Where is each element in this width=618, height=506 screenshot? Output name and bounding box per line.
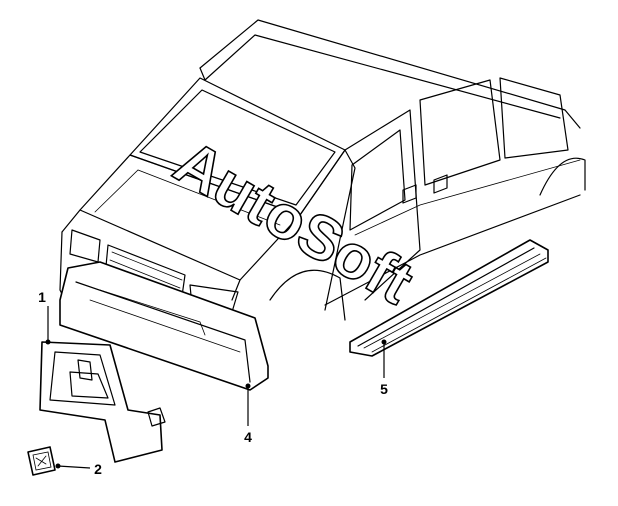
van-body [59, 19, 586, 321]
part-1-bull-bar [39, 341, 166, 463]
callout-2: 2 [55, 461, 102, 477]
callout-label-1: 1 [38, 289, 46, 305]
callout-1: 1 [38, 289, 51, 345]
part-2-emblem [27, 446, 56, 476]
part-4-front-spoiler [59, 261, 269, 391]
watermark-text: AutoSoft [163, 127, 424, 318]
part-5-side-step [349, 239, 549, 357]
watermark: AutoSoft [162, 127, 425, 319]
callout-label-5: 5 [380, 381, 388, 397]
callout-4: 4 [244, 383, 252, 445]
callout-5: 5 [380, 339, 388, 397]
callout-label-2: 2 [94, 461, 102, 477]
callout-label-4: 4 [244, 429, 252, 445]
